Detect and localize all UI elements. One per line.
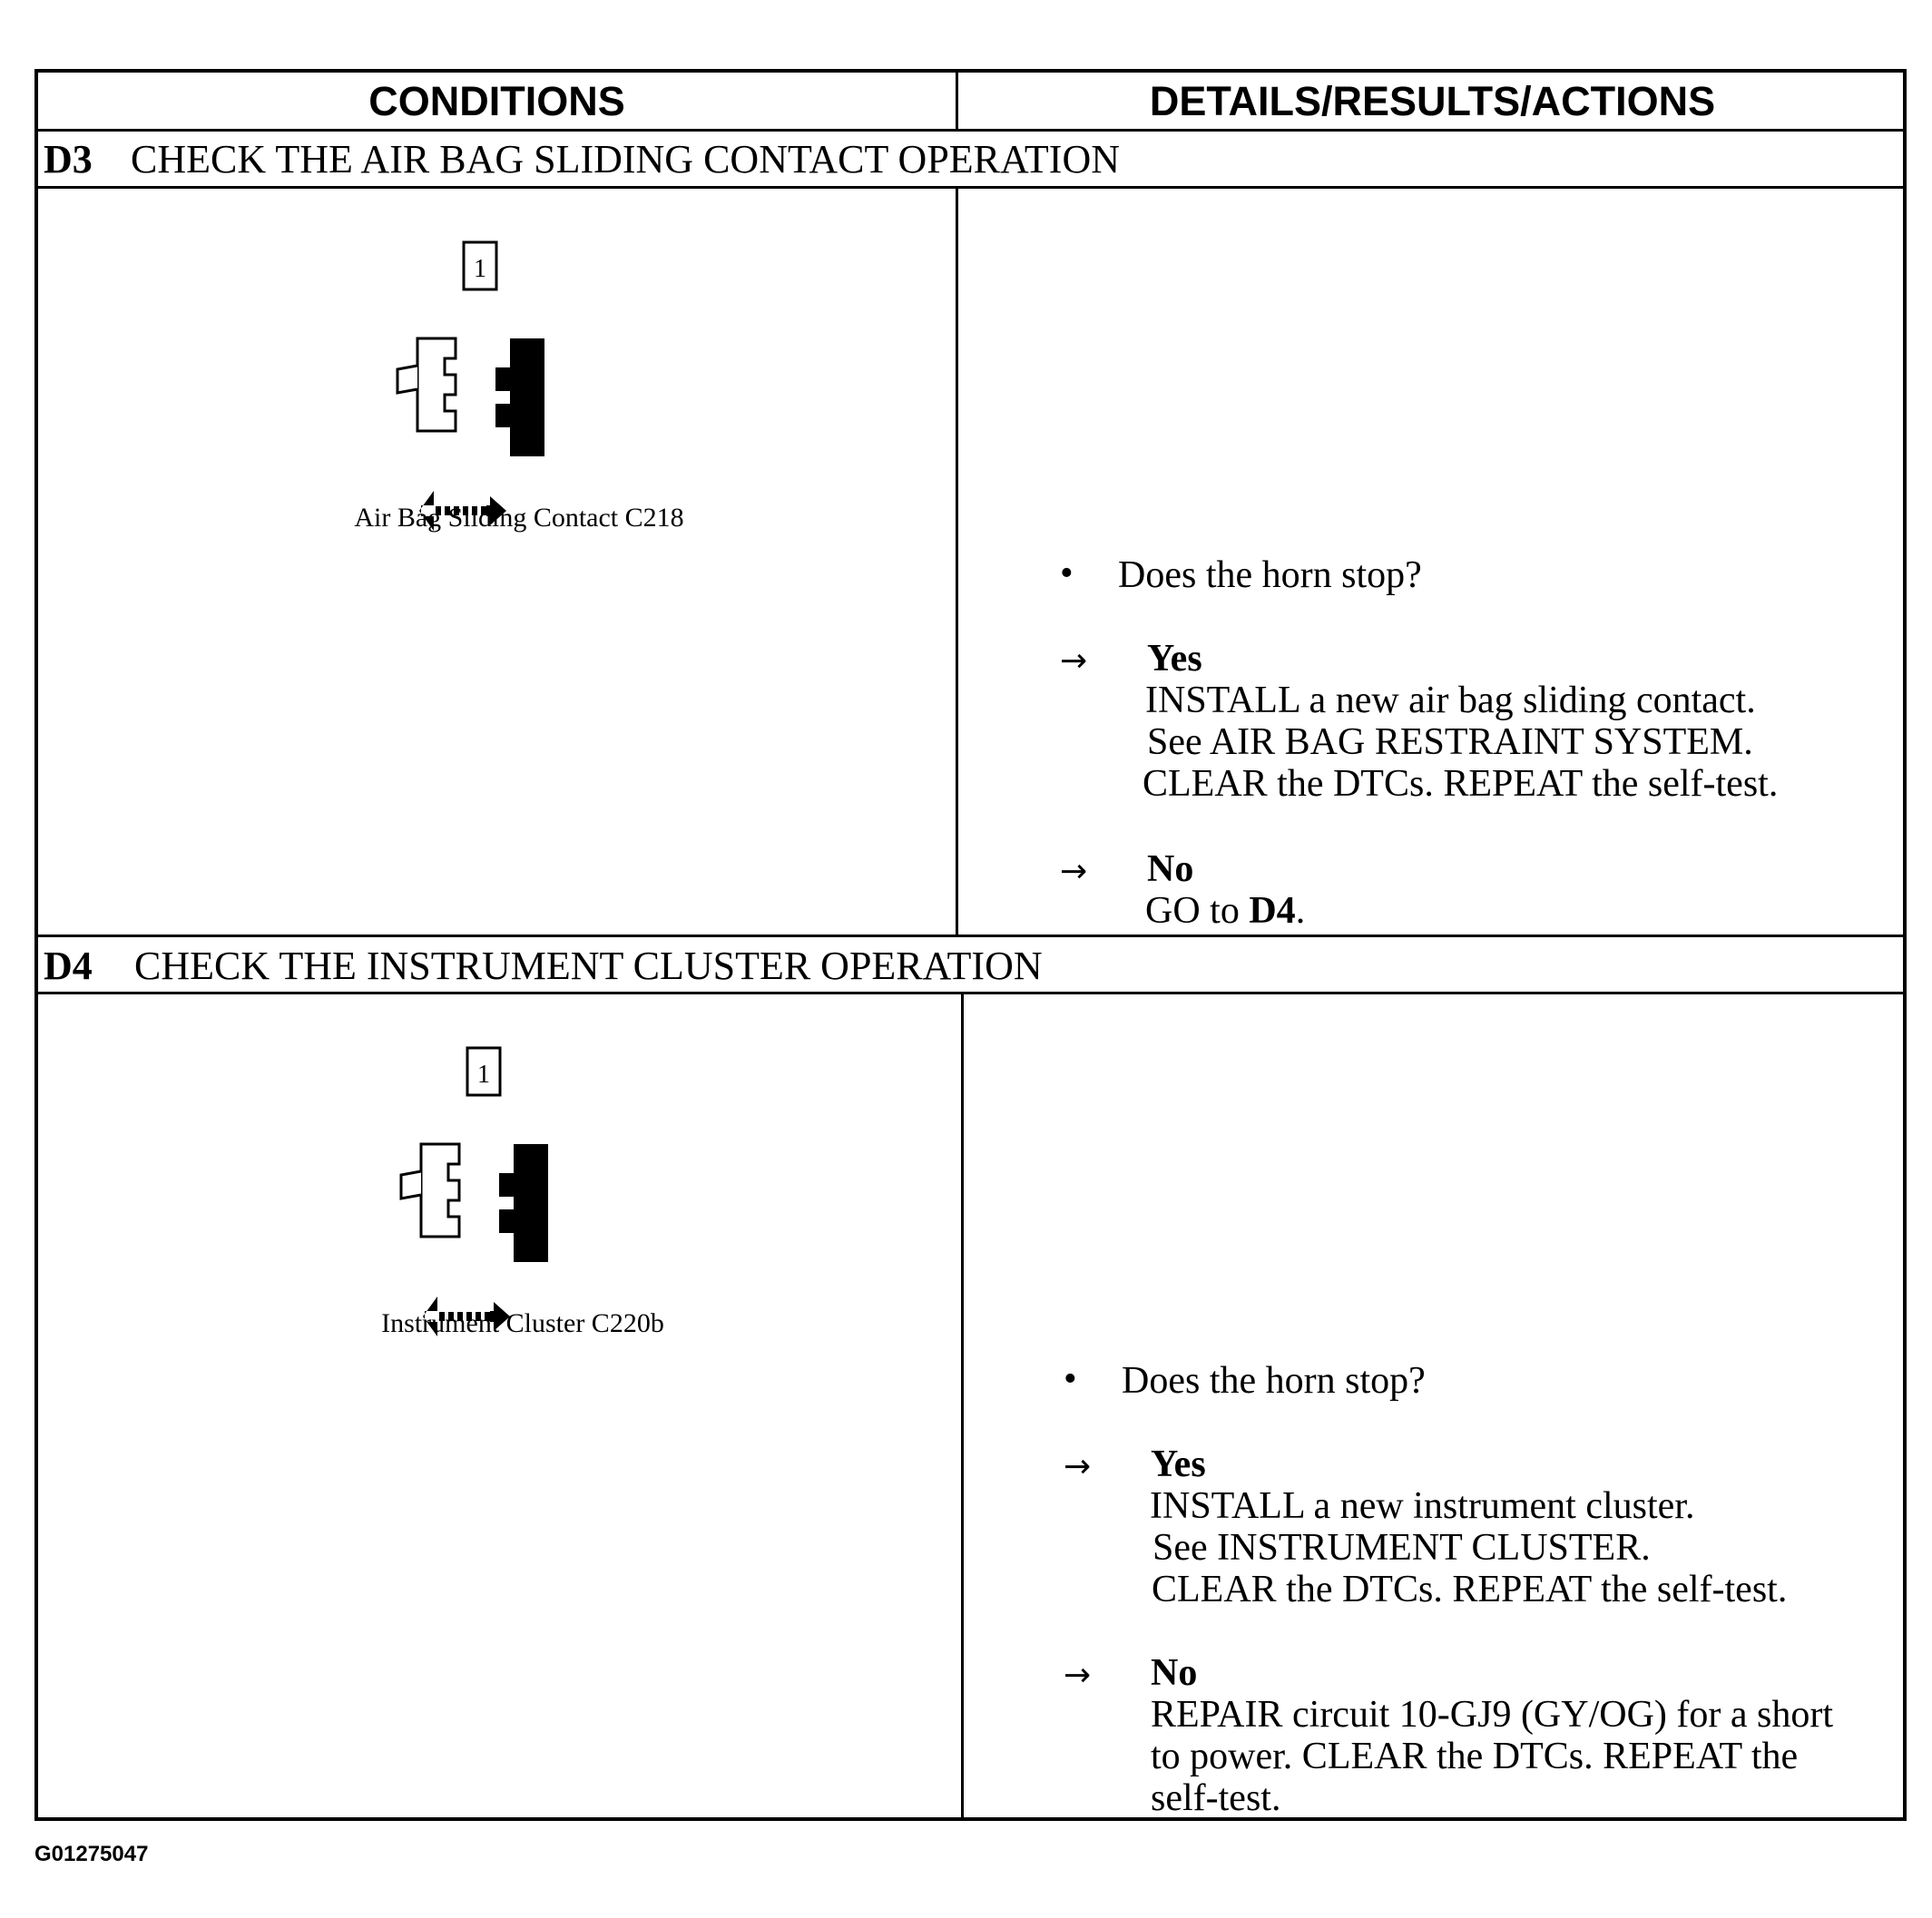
connector-disconnect-icon: 1: [399, 1046, 548, 1336]
double-arrow-icon: [419, 491, 506, 531]
rule-header: [38, 129, 1903, 132]
step-d3-title-row: D3 CHECK THE AIR BAG SLIDING CONTACT OPE…: [44, 131, 1120, 187]
step-d4-title-row: D4 CHECK THE INSTRUMENT CLUSTER OPERATIO…: [44, 937, 1043, 993]
connector-number-box: [466, 1046, 502, 1097]
bullet-icon: •: [1064, 1358, 1077, 1400]
arrow-icon: →: [1060, 853, 1088, 890]
connector-latch: [396, 364, 418, 395]
d4-no-line-1: REPAIR circuit 10-GJ9 (GY/OG) for a shor…: [1151, 1694, 1834, 1736]
d4-yes-line-2: See INSTRUMENT CLUSTER.: [1152, 1527, 1651, 1569]
d3-yes-line-1: INSTALL a new air bag sliding contact.: [1145, 680, 1756, 721]
d3-question-text: Does the horn stop?: [1118, 554, 1422, 596]
d3-no-line: GO to D4.: [1145, 889, 1305, 933]
step-d3-id: D3: [44, 136, 93, 181]
d3-yes-line-3: CLEAR the DTCs. REPEAT the self-test.: [1143, 763, 1779, 805]
d4-no-line-2: to power. CLEAR the DTCs. REPEAT the: [1151, 1736, 1799, 1777]
step-d4-id: D4: [44, 943, 93, 988]
d4-connector-caption: Instrument Cluster C220b: [381, 1308, 664, 1338]
d3-yes-label: Yes: [1147, 638, 1202, 680]
rule-d4-title: [38, 992, 1903, 994]
d4-no-label: No: [1151, 1652, 1198, 1694]
arrow-icon: →: [1064, 1448, 1092, 1485]
double-arrow-icon: [423, 1297, 510, 1336]
divider-d3: [956, 186, 958, 937]
d3-connector-caption: Air Bag Sliding Contact C218: [354, 503, 684, 533]
connector-disconnect-icon: 1: [396, 240, 544, 531]
header-details: DETAILS/RESULTS/ACTIONS: [1149, 78, 1716, 124]
figure-id: G01275047: [34, 1842, 149, 1866]
step-d4-title: CHECK THE INSTRUMENT CLUSTER OPERATION: [134, 943, 1043, 988]
d4-yes-label: Yes: [1151, 1443, 1206, 1485]
d3-no-label: No: [1147, 848, 1194, 890]
d3-no-prefix: GO to: [1145, 890, 1250, 932]
d3-yes-line-2: See AIR BAG RESTRAINT SYSTEM.: [1147, 721, 1753, 763]
bullet-icon: •: [1060, 553, 1074, 594]
arrow-icon: →: [1060, 642, 1088, 680]
d3-question: • Does the horn stop?: [1060, 553, 1422, 597]
d4-yes-line-1: INSTALL a new instrument cluster.: [1150, 1485, 1695, 1527]
d4-question-text: Does the horn stop?: [1122, 1360, 1426, 1402]
rule-d3-title: [38, 186, 1903, 189]
diagnostic-table: CONDITIONS DETAILS/RESULTS/ACTIONS D3 CH…: [34, 69, 1907, 1821]
d4-yes-line-3: CLEAR the DTCs. REPEAT the self-test.: [1152, 1569, 1788, 1610]
rule-d3-bottom: [38, 935, 1903, 937]
d4-question: • Does the horn stop?: [1064, 1358, 1426, 1403]
connector-number: 1: [477, 1061, 490, 1089]
male-connector-half: [416, 337, 457, 433]
d3-no-suffix: .: [1295, 890, 1306, 932]
arrow-icon: →: [1064, 1657, 1092, 1694]
d3-no-target: D4: [1249, 890, 1296, 932]
divider-header: [956, 73, 958, 132]
step-d3-title: CHECK THE AIR BAG SLIDING CONTACT OPERAT…: [131, 136, 1120, 181]
connector-latch: [399, 1169, 422, 1200]
connector-number: 1: [474, 255, 486, 283]
female-connector-half: [499, 1144, 548, 1262]
divider-d4: [961, 992, 964, 1821]
male-connector-half: [419, 1142, 461, 1238]
header-conditions: CONDITIONS: [368, 78, 625, 124]
connector-number-box: [462, 240, 498, 291]
female-connector-half: [495, 338, 544, 456]
d4-no-line-3: self-test.: [1151, 1777, 1281, 1819]
